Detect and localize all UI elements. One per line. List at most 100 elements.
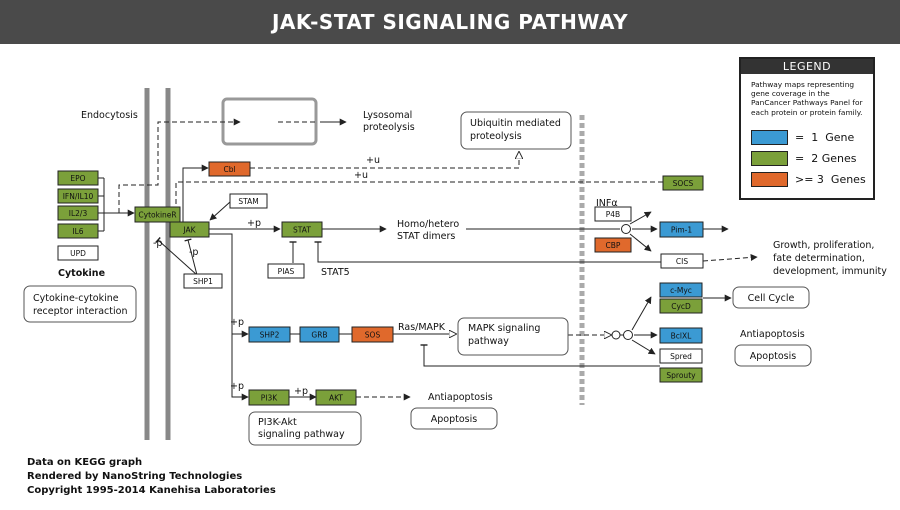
antiapoptosis-label: Antiapoptosis (740, 329, 805, 340)
gene-cis: CIS (660, 253, 704, 269)
gene-p4b: P4B (594, 206, 632, 222)
legend-item-1: = 1 Gene (751, 130, 869, 145)
edge-stam-to-jak (209, 201, 231, 221)
legend-title: LEGEND (741, 59, 873, 74)
legend-swatch-2 (751, 151, 788, 166)
edge-jak-to-pi3k (231, 334, 249, 401)
gene-sprouty: Sprouty (659, 367, 703, 383)
mapk-label-1: MAPK signaling (468, 323, 540, 334)
apoptosis2-label: Apoptosis (431, 414, 477, 425)
gene-box-akt (315, 389, 357, 406)
legend-swatch-3 (751, 172, 788, 187)
gene-bclxl: BclXL (659, 327, 703, 344)
footer: Data on KEGG graph Rendered by NanoStrin… (27, 456, 276, 498)
legend-item-2: = 2 Genes (751, 151, 869, 166)
gene-box-sprouty (659, 367, 703, 383)
gene-stat: STAT (281, 221, 323, 238)
nuclear-node-2 (623, 330, 633, 340)
infa-label: INFα (596, 198, 618, 209)
gene-label-cbl: Cbl (223, 165, 235, 174)
legend-description: Pathway maps representing gene coverage … (751, 80, 863, 117)
gene-box-epo (57, 170, 99, 186)
gene-label-spred: Spred (670, 352, 692, 361)
apoptosis-box (734, 344, 812, 367)
gene-label-cmyc: c-Myc (670, 286, 692, 295)
cell-cycle-box (732, 286, 810, 309)
gene-label-bclxl: BclXL (671, 332, 692, 341)
gene-box-sos (351, 326, 394, 343)
nuclear-node-1 (621, 224, 631, 234)
mapk-pathway-box (457, 317, 569, 356)
gene-label-cycd: CycD (671, 302, 691, 311)
gene-pias: PIAS (267, 263, 305, 279)
gene-box-cytokine_r (134, 206, 181, 223)
ubiquitin-box (460, 111, 572, 150)
nuclear-node-3 (611, 330, 621, 340)
gene-box-il6 (57, 223, 99, 239)
antiapoptosis2-label: Antiapoptosis (428, 392, 493, 403)
gene-box-upd (57, 245, 99, 261)
gene-shp1: SHP1 (183, 273, 223, 289)
cci-label-1: Cytokine-cytokine (33, 293, 119, 304)
p-minus-label-2: -p (189, 247, 198, 258)
lysosomal-label: Lysosomal (363, 110, 412, 121)
footer-line-1: Data on KEGG graph (27, 457, 143, 468)
page-title: JAK-STAT SIGNALING PATHWAY (0, 0, 900, 44)
edge-jak-to-shp2 (209, 233, 249, 338)
edge-shp1-inhibit (155, 236, 198, 276)
edge-spred-inhibit (420, 344, 660, 367)
gene-label-p4b: P4B (606, 210, 620, 219)
cytokine-label: Cytokine (58, 268, 105, 279)
gene-label-pias: PIAS (278, 267, 295, 276)
gene-box-cycd (659, 298, 703, 314)
gene-label-sprouty: Sprouty (666, 371, 696, 380)
edge-circle2-to-spred (631, 339, 656, 355)
gene-shp2: SHP2 (248, 326, 291, 343)
mapk-label-2: pathway (468, 336, 509, 347)
edge-socs-to-receptor (175, 181, 663, 205)
gene-box-cmyc (659, 282, 703, 298)
ubiquitin-label: Ubiquitin mediated (470, 118, 561, 129)
gene-box-pim1 (659, 221, 704, 238)
gene-il23: IL2/3 (57, 205, 99, 221)
p-plus-label-2: +p (230, 317, 244, 328)
legend-item-3: >= 3 Genes (751, 172, 869, 187)
edge-ligands-bracket (98, 177, 105, 232)
homo-hetero-label: Homo/hetero (397, 219, 459, 230)
p-plus-label-1: +p (247, 218, 261, 229)
gene-box-socs (662, 175, 704, 191)
edge-circle-to-p4b (629, 211, 652, 225)
legend-label-3: >= 3 Genes (795, 173, 866, 186)
stat-dimers-label: STAT dimers (397, 231, 455, 242)
gene-label-stat: STAT (293, 226, 311, 235)
gene-label-shp1: SHP1 (193, 277, 213, 286)
gene-label-ifn: IFN/IL10 (63, 192, 94, 201)
p-plus-label-4: +p (294, 386, 308, 397)
edge-circle2-to-cmyc (631, 296, 652, 331)
apoptosis2-box (410, 407, 498, 430)
ras-mapk-label: Ras/MAPK (398, 322, 446, 333)
growth-label-1: Growth, proliferation, (773, 240, 874, 251)
ubiquitin-label-2: proteolysis (470, 131, 522, 142)
footer-line-2: Rendered by NanoString Technologies (27, 471, 243, 482)
gene-epo: EPO (57, 170, 99, 186)
gene-upd: UPD (57, 245, 99, 261)
gene-box-cbp (594, 237, 632, 253)
gene-label-pim1: Pim-1 (671, 226, 692, 235)
gene-label-cis: CIS (676, 257, 688, 266)
gene-label-shp2: SHP2 (260, 331, 280, 340)
gene-box-shp1 (183, 273, 223, 289)
gene-label-stam: STAM (238, 197, 258, 206)
legend-label-1: = 1 Gene (795, 131, 855, 144)
gene-box-ifn (57, 188, 99, 204)
gene-socs: SOCS (662, 175, 704, 191)
gene-pim1: Pim-1 (659, 221, 704, 238)
legend: LEGEND Pathway maps representing gene co… (739, 57, 875, 200)
gene-box-shp2 (248, 326, 291, 343)
gene-cbl: Cbl (208, 161, 251, 177)
gene-stam: STAM (229, 193, 268, 209)
gene-label-il23: IL2/3 (69, 209, 88, 218)
apoptosis-label: Apoptosis (750, 351, 796, 362)
gene-il6: IL6 (57, 223, 99, 239)
edge-endocytosis (118, 118, 241, 213)
